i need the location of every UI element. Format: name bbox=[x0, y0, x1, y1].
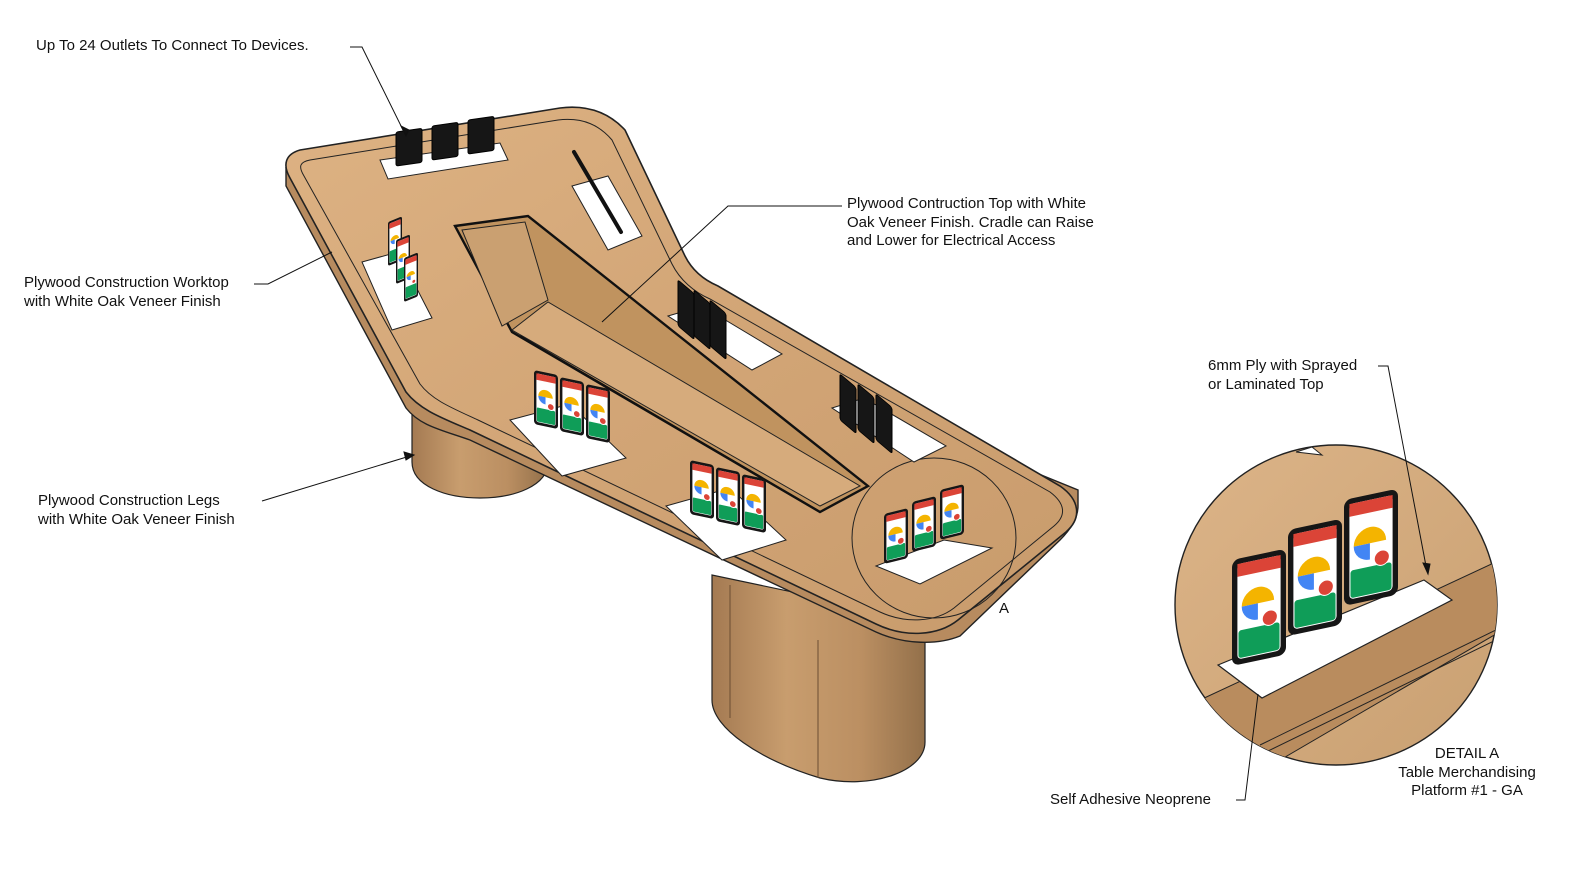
label-top: Plywood Contruction Top with White Oak V… bbox=[847, 195, 1094, 251]
label-outlets: Up To 24 Outlets To Connect To Devices. bbox=[36, 37, 309, 56]
detail-caption-title: DETAIL A bbox=[1434, 745, 1500, 762]
leader-legs bbox=[261, 455, 411, 502]
detail-phone-3 bbox=[1344, 489, 1398, 605]
label-ply-line1: 6mm Ply with Sprayed bbox=[1208, 357, 1358, 374]
device-plinths bbox=[361, 116, 994, 585]
black-phone-a-3 bbox=[709, 300, 727, 360]
detail-phone-1 bbox=[1232, 549, 1286, 665]
black-phone-b-2 bbox=[857, 384, 875, 444]
label-worktop: Plywood Construction Worktop with White … bbox=[24, 274, 229, 311]
detail-a-view bbox=[1174, 444, 1498, 766]
plinth-left bbox=[361, 251, 433, 331]
detail-caption-line2: Table Merchandising bbox=[1398, 763, 1536, 781]
leader-outlets bbox=[350, 46, 407, 137]
display-phone-detail-1 bbox=[884, 508, 908, 564]
outlet-device-2 bbox=[431, 122, 459, 161]
label-legs-line2: with White Oak Veneer Finish bbox=[38, 510, 235, 528]
label-worktop-line1: Plywood Construction Worktop bbox=[24, 274, 229, 291]
detail-marker: A bbox=[999, 600, 1009, 619]
detail-a-callout-circle bbox=[851, 457, 1017, 619]
leader-top bbox=[601, 205, 842, 323]
label-top-line2: Oak Veneer Finish. Cradle can Raise bbox=[847, 213, 1094, 231]
label-top-line3: and Lower for Electrical Access bbox=[847, 232, 1056, 249]
leader-neoprene bbox=[1236, 693, 1259, 801]
black-phone-b-1 bbox=[839, 374, 857, 434]
display-phone-front-b-3 bbox=[742, 474, 766, 533]
detail-caption: DETAIL A Table Merchandising Platform #1… bbox=[1378, 745, 1556, 801]
label-worktop-line2: with White Oak Veneer Finish bbox=[24, 292, 221, 310]
leader-worktop bbox=[254, 251, 333, 285]
display-phone-front-b-2 bbox=[716, 467, 740, 526]
outlet-device-1 bbox=[395, 128, 423, 167]
detail-caption-line3: Platform #1 - GA bbox=[1411, 782, 1523, 799]
leader-lines bbox=[254, 46, 1431, 801]
leader-outlets-arrow bbox=[399, 124, 410, 138]
label-neoprene: Self Adhesive Neoprene bbox=[1050, 791, 1211, 810]
detail-devices bbox=[1232, 489, 1398, 665]
table-worktop bbox=[285, 106, 1079, 643]
display-phone-front-a-1 bbox=[534, 370, 558, 429]
detail-phone-2 bbox=[1288, 519, 1342, 635]
display-phone-detail-2 bbox=[912, 496, 936, 552]
display-phone-left-3 bbox=[404, 252, 418, 302]
detail-marker-letter: A bbox=[999, 600, 1010, 617]
label-legs-line1: Plywood Construction Legs bbox=[38, 492, 220, 509]
display-phone-front-a-3 bbox=[586, 384, 610, 443]
leader-legs-arrow bbox=[403, 451, 416, 461]
label-ply-line2: or Laminated Top bbox=[1208, 375, 1324, 393]
label-ply: 6mm Ply with Sprayed or Laminated Top bbox=[1208, 357, 1357, 394]
display-phone-front-a-2 bbox=[560, 377, 584, 436]
leader-ply-arrow bbox=[1422, 562, 1431, 576]
black-phone-b-3 bbox=[875, 394, 893, 454]
display-phone-front-b-1 bbox=[690, 460, 714, 519]
label-top-line1: Plywood Contruction Top with White bbox=[847, 195, 1087, 212]
leader-ply bbox=[1378, 365, 1427, 567]
label-neoprene-text: Self Adhesive Neoprene bbox=[1050, 791, 1211, 808]
display-phone-detail-3 bbox=[940, 484, 964, 540]
label-legs: Plywood Construction Legs with White Oak… bbox=[38, 492, 235, 529]
label-outlets-text: Up To 24 Outlets To Connect To Devices. bbox=[36, 37, 309, 54]
outlet-device-3 bbox=[467, 116, 495, 155]
